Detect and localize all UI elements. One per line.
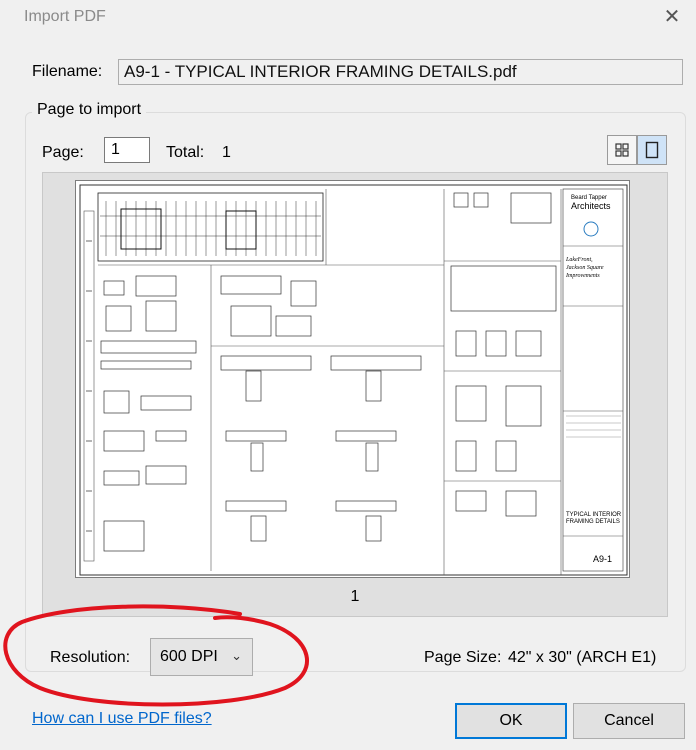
- page-input[interactable]: [104, 137, 150, 163]
- page-size-label: Page Size:: [424, 649, 502, 666]
- grid-view-icon: [615, 143, 629, 157]
- resolution-value: 600 DPI: [160, 648, 218, 665]
- single-page-view-icon: [645, 141, 659, 159]
- view-toggle: [607, 135, 667, 165]
- chevron-down-icon: ⌄: [231, 648, 242, 663]
- single-page-view-button[interactable]: [637, 135, 667, 165]
- page-to-import-group: [25, 112, 686, 672]
- total-value: 1: [222, 144, 231, 161]
- page-to-import-label: Page to import: [32, 101, 147, 119]
- sheet-number: A9-1: [593, 554, 612, 564]
- help-link[interactable]: How can I use PDF files?: [32, 710, 212, 727]
- total-label: Total:: [166, 144, 205, 161]
- resolution-label: Resolution:: [50, 649, 131, 666]
- project-line2: Jackson Square: [566, 265, 604, 271]
- ok-button[interactable]: OK: [455, 703, 567, 739]
- project-line3: Improvements: [565, 273, 600, 279]
- filename-label: Filename:: [32, 63, 103, 80]
- sheet-title-line2: FRAMING DETAILS: [566, 519, 620, 525]
- title-bar: Import PDF ✕: [0, 0, 696, 40]
- page-size-value: 42" x 30" (ARCH E1): [508, 649, 657, 666]
- project-line1: LakeFront,: [565, 257, 593, 263]
- firm-name-line1: Beard Tapper: [571, 195, 607, 201]
- filename-field: A9-1 - TYPICAL INTERIOR FRAMING DETAILS.…: [118, 59, 683, 85]
- page-label: Page:: [42, 144, 84, 161]
- drawing-sheet-graphic: Beard Tapper Architects LakeFront, Jacks…: [79, 184, 628, 576]
- close-icon[interactable]: ✕: [663, 5, 681, 28]
- thumbnail-page-number: 1: [350, 588, 360, 605]
- resolution-dropdown[interactable]: 600 DPI ⌄: [150, 638, 253, 676]
- window-title: Import PDF: [24, 8, 106, 25]
- pdf-page-thumbnail[interactable]: Beard Tapper Architects LakeFront, Jacks…: [75, 180, 630, 578]
- sheet-title-line1: TYPICAL INTERIOR: [566, 512, 622, 518]
- cancel-button[interactable]: Cancel: [573, 703, 685, 739]
- firm-name-line2: Architects: [571, 201, 611, 211]
- grid-view-button[interactable]: [607, 135, 637, 165]
